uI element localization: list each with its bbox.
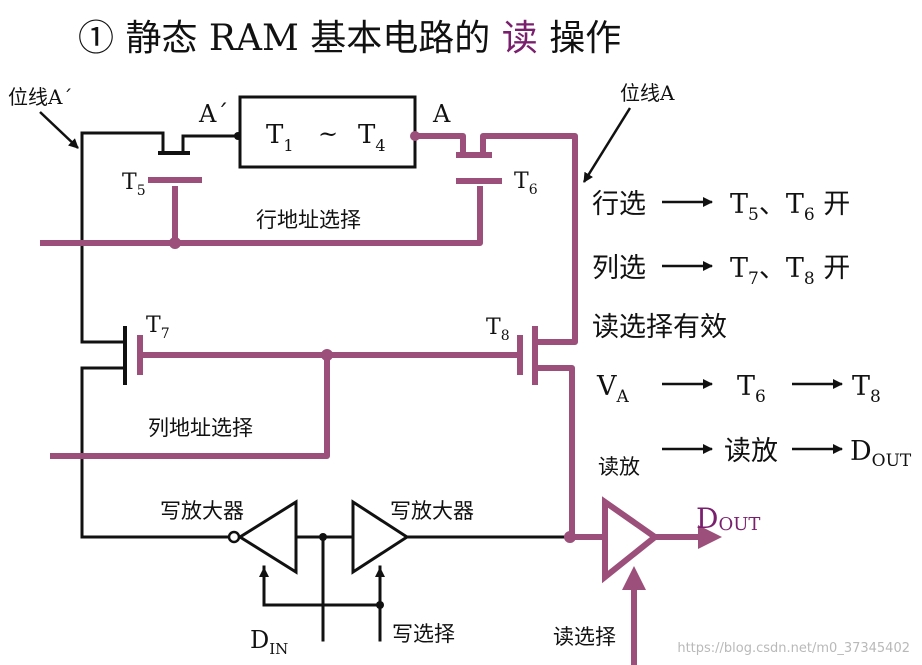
watermark: https://blog.csdn.net/m0_37345402: [677, 641, 910, 656]
read-amplifier: [602, 496, 661, 584]
note-read-select-valid: 读选择有效: [592, 312, 727, 343]
t5-label: T5: [122, 170, 146, 199]
row-select-label: 行地址选择: [256, 208, 361, 232]
write-amp-left-label: 写放大器: [160, 499, 244, 523]
transistor-t8: [517, 326, 538, 385]
write-amplifier-right: [351, 499, 410, 575]
note-row-select-head: 行选: [592, 189, 646, 220]
bitline-a-label: 位线A: [620, 81, 675, 105]
transistor-t5: [148, 151, 202, 183]
note-col-select-result: T7、T8 开: [730, 253, 850, 289]
t8-label: T8: [486, 315, 510, 344]
read-operation-notes: 行选 T5、T6 开 列选 T7、T8 开 读选择有效 VA T6 T8 读放 …: [592, 189, 912, 471]
page-title: ① 静态 RAM 基本电路的 读 操作: [78, 18, 621, 59]
write-select-label: 写选择: [392, 622, 455, 646]
t7-label: T7: [146, 313, 170, 342]
bitline-a-prime-arrow: [39, 111, 79, 149]
dout-label: DOUT: [696, 502, 760, 535]
note-dout: DOUT: [850, 436, 912, 471]
node-a-prime-label: A´: [198, 100, 228, 128]
cell-t1-t4-box: [238, 95, 417, 169]
col-select-label: 列地址选择: [148, 416, 253, 440]
note-row-select-result: T5、T6 开: [730, 189, 850, 225]
note-col-select-head: 列选: [592, 253, 646, 284]
note-va: VA: [596, 371, 630, 407]
write-amp-right-label: 写放大器: [390, 499, 474, 523]
transistor-t7: [123, 326, 143, 385]
circuit-labels: 位线A´ 位线A A´ A T1 ~ T4 T5 T6 T7 T8 行地址选择 …: [8, 81, 675, 658]
cell-t4-label: T4: [358, 120, 386, 155]
bitline-a-prime-label: 位线A´: [8, 85, 72, 109]
cell-t1-label: T1: [266, 120, 294, 155]
note-read-amp: 读放: [724, 436, 778, 467]
note-t8: T8: [852, 371, 881, 407]
purple-wiring: [40, 131, 722, 665]
black-wiring: [80, 131, 570, 642]
node-a-label: A: [432, 100, 451, 128]
cell-tilde: ~: [318, 120, 338, 148]
din-label: DIN: [250, 626, 288, 658]
note-t6: T6: [737, 371, 766, 407]
transistor-t6: [456, 152, 502, 184]
bitline-a-arrow: [582, 107, 632, 183]
read-amp-label: 读放: [598, 455, 640, 479]
read-select-label: 读选择: [553, 625, 616, 649]
write-amplifier-left: [227, 499, 298, 575]
t6-label: T6: [514, 169, 538, 198]
